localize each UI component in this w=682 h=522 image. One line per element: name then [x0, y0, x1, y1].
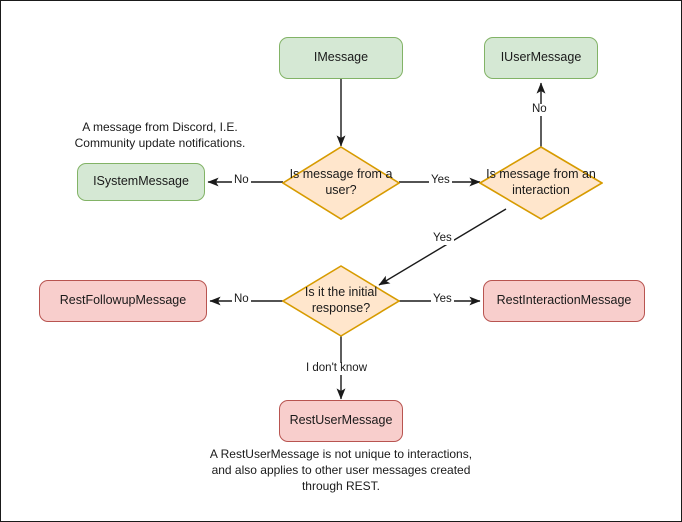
node-decision-from-user[interactable]: Is message from a user?	[282, 146, 400, 220]
node-decision-from-interaction-label: Is message from an interaction	[486, 167, 596, 197]
node-restinteractionmessage-label: RestInteractionMessage	[496, 293, 632, 308]
edge-label-user-yes: Yes	[429, 174, 452, 187]
node-decision-initial-response[interactable]: Is it the initial response?	[282, 265, 400, 337]
edge-label-initial-unknown: I don't know	[304, 362, 370, 375]
node-imessage-label: IMessage	[313, 50, 369, 65]
node-decision-from-user-label: Is message from a user?	[289, 167, 393, 197]
edge-label-interaction-no: No	[530, 103, 549, 116]
edge-label-initial-yes: Yes	[431, 293, 454, 306]
node-isystemmessage-label: ISystemMessage	[93, 174, 189, 189]
node-imessage[interactable]: IMessage	[279, 37, 403, 79]
node-restusermessage[interactable]: RestUserMessage	[279, 400, 403, 442]
node-restinteractionmessage[interactable]: RestInteractionMessage	[483, 280, 645, 322]
diamond-shape	[282, 265, 400, 337]
note-system-message: A message from Discord, I.E. Community u…	[74, 120, 246, 150]
edge-label-user-no: No	[232, 174, 251, 187]
node-isystemmessage[interactable]: ISystemMessage	[77, 163, 205, 201]
node-decision-from-interaction[interactable]: Is message from an interaction	[479, 146, 603, 220]
node-iusermessage-label: IUserMessage	[500, 50, 582, 65]
node-restfollowupmessage-label: RestFollowupMessage	[59, 293, 187, 308]
node-decision-initial-response-label: Is it the initial response?	[304, 285, 378, 315]
edge-label-initial-no: No	[232, 293, 251, 306]
node-restfollowupmessage[interactable]: RestFollowupMessage	[39, 280, 207, 322]
node-iusermessage[interactable]: IUserMessage	[484, 37, 598, 79]
diamond-shape	[479, 146, 603, 220]
note-rest-user-message: A RestUserMessage is not unique to inter…	[209, 447, 473, 493]
node-restusermessage-label: RestUserMessage	[289, 413, 393, 428]
diamond-shape	[282, 146, 400, 220]
edge-label-interaction-yes: Yes	[431, 232, 454, 245]
